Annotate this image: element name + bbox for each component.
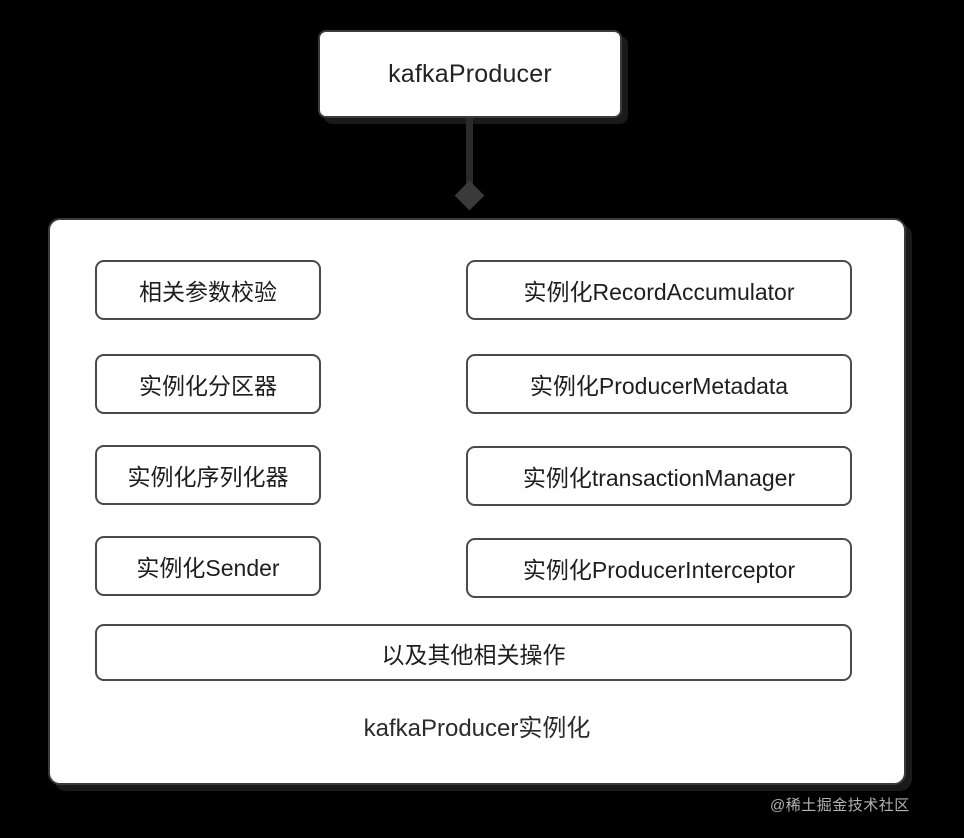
node-label: 实例化Sender <box>136 555 280 581</box>
node-label: 实例化序列化器 <box>127 464 289 490</box>
node-label: 相关参数校验 <box>139 279 277 305</box>
node-producer-metadata[interactable]: 实例化ProducerMetadata <box>466 354 852 414</box>
top-node-label: kafkaProducer <box>388 59 552 88</box>
node-param-validation[interactable]: 相关参数校验 <box>95 260 321 320</box>
connector-line <box>466 118 473 200</box>
node-record-accumulator[interactable]: 实例化RecordAccumulator <box>466 260 852 320</box>
node-label: 实例化分区器 <box>139 373 277 399</box>
kafkaproducer-init-container: 相关参数校验 实例化分区器 实例化序列化器 实例化Sender 实例化Recor… <box>48 218 906 785</box>
node-columns: 相关参数校验 实例化分区器 实例化序列化器 实例化Sender 实例化Recor… <box>50 220 904 783</box>
container-caption: kafkaProducer实例化 <box>363 715 591 742</box>
node-producer-interceptor[interactable]: 实例化ProducerInterceptor <box>466 538 852 598</box>
node-sender[interactable]: 实例化Sender <box>95 536 321 596</box>
node-label: 实例化ProducerInterceptor <box>522 557 796 583</box>
watermark: @稀土掘金技术社区 <box>770 797 910 814</box>
node-label: 以及其他相关操作 <box>381 641 566 668</box>
top-node-kafkaproducer[interactable]: kafkaProducer <box>318 30 622 118</box>
node-serializer[interactable]: 实例化序列化器 <box>95 445 321 505</box>
diamond-arrow-head-icon <box>454 180 485 211</box>
node-partitioner[interactable]: 实例化分区器 <box>95 354 321 414</box>
node-other-operations[interactable]: 以及其他相关操作 <box>95 624 852 681</box>
node-transaction-manager[interactable]: 实例化transactionManager <box>466 446 852 506</box>
node-label: 实例化ProducerMetadata <box>529 373 789 399</box>
node-label: 实例化RecordAccumulator <box>523 279 795 305</box>
node-label: 实例化transactionManager <box>522 465 796 491</box>
